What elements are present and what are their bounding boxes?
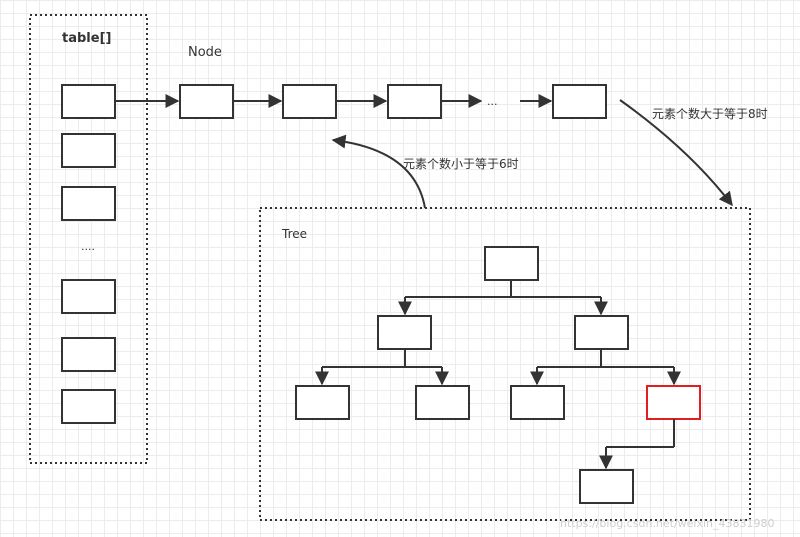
list-node: [552, 84, 607, 119]
to-list-label: 元素个数小于等于6时: [403, 156, 519, 171]
tree-node-root: [484, 246, 539, 281]
table-slot: [61, 279, 116, 314]
table-slot: [61, 84, 116, 119]
table-slot: [61, 186, 116, 221]
to-list-arrow: [331, 134, 426, 209]
tree-container: [259, 207, 751, 521]
table-slot: [61, 389, 116, 424]
list-node: [179, 84, 234, 119]
to-tree-label: 元素个数大于等于8时: [652, 106, 768, 121]
table-label: table[]: [62, 31, 111, 46]
table-ellipsis: ....: [81, 240, 95, 253]
table-container: [29, 14, 148, 464]
node-label: Node: [188, 45, 222, 60]
to-tree-arrow: [619, 99, 733, 207]
tree-node-highlighted: [646, 385, 701, 420]
tree-node: [579, 469, 634, 504]
watermark: https://blog.csdn.net/weixin_43831980: [560, 517, 775, 530]
tree-label: Tree: [281, 227, 307, 241]
list-node: [282, 84, 337, 119]
tree-node: [295, 385, 350, 420]
tree-node: [415, 385, 470, 420]
tree-node: [574, 315, 629, 350]
tree-node: [510, 385, 565, 420]
table-slot: [61, 337, 116, 372]
tree-node: [377, 315, 432, 350]
list-node: [387, 84, 442, 119]
list-ellipsis: ...: [487, 95, 498, 108]
table-slot: [61, 133, 116, 168]
